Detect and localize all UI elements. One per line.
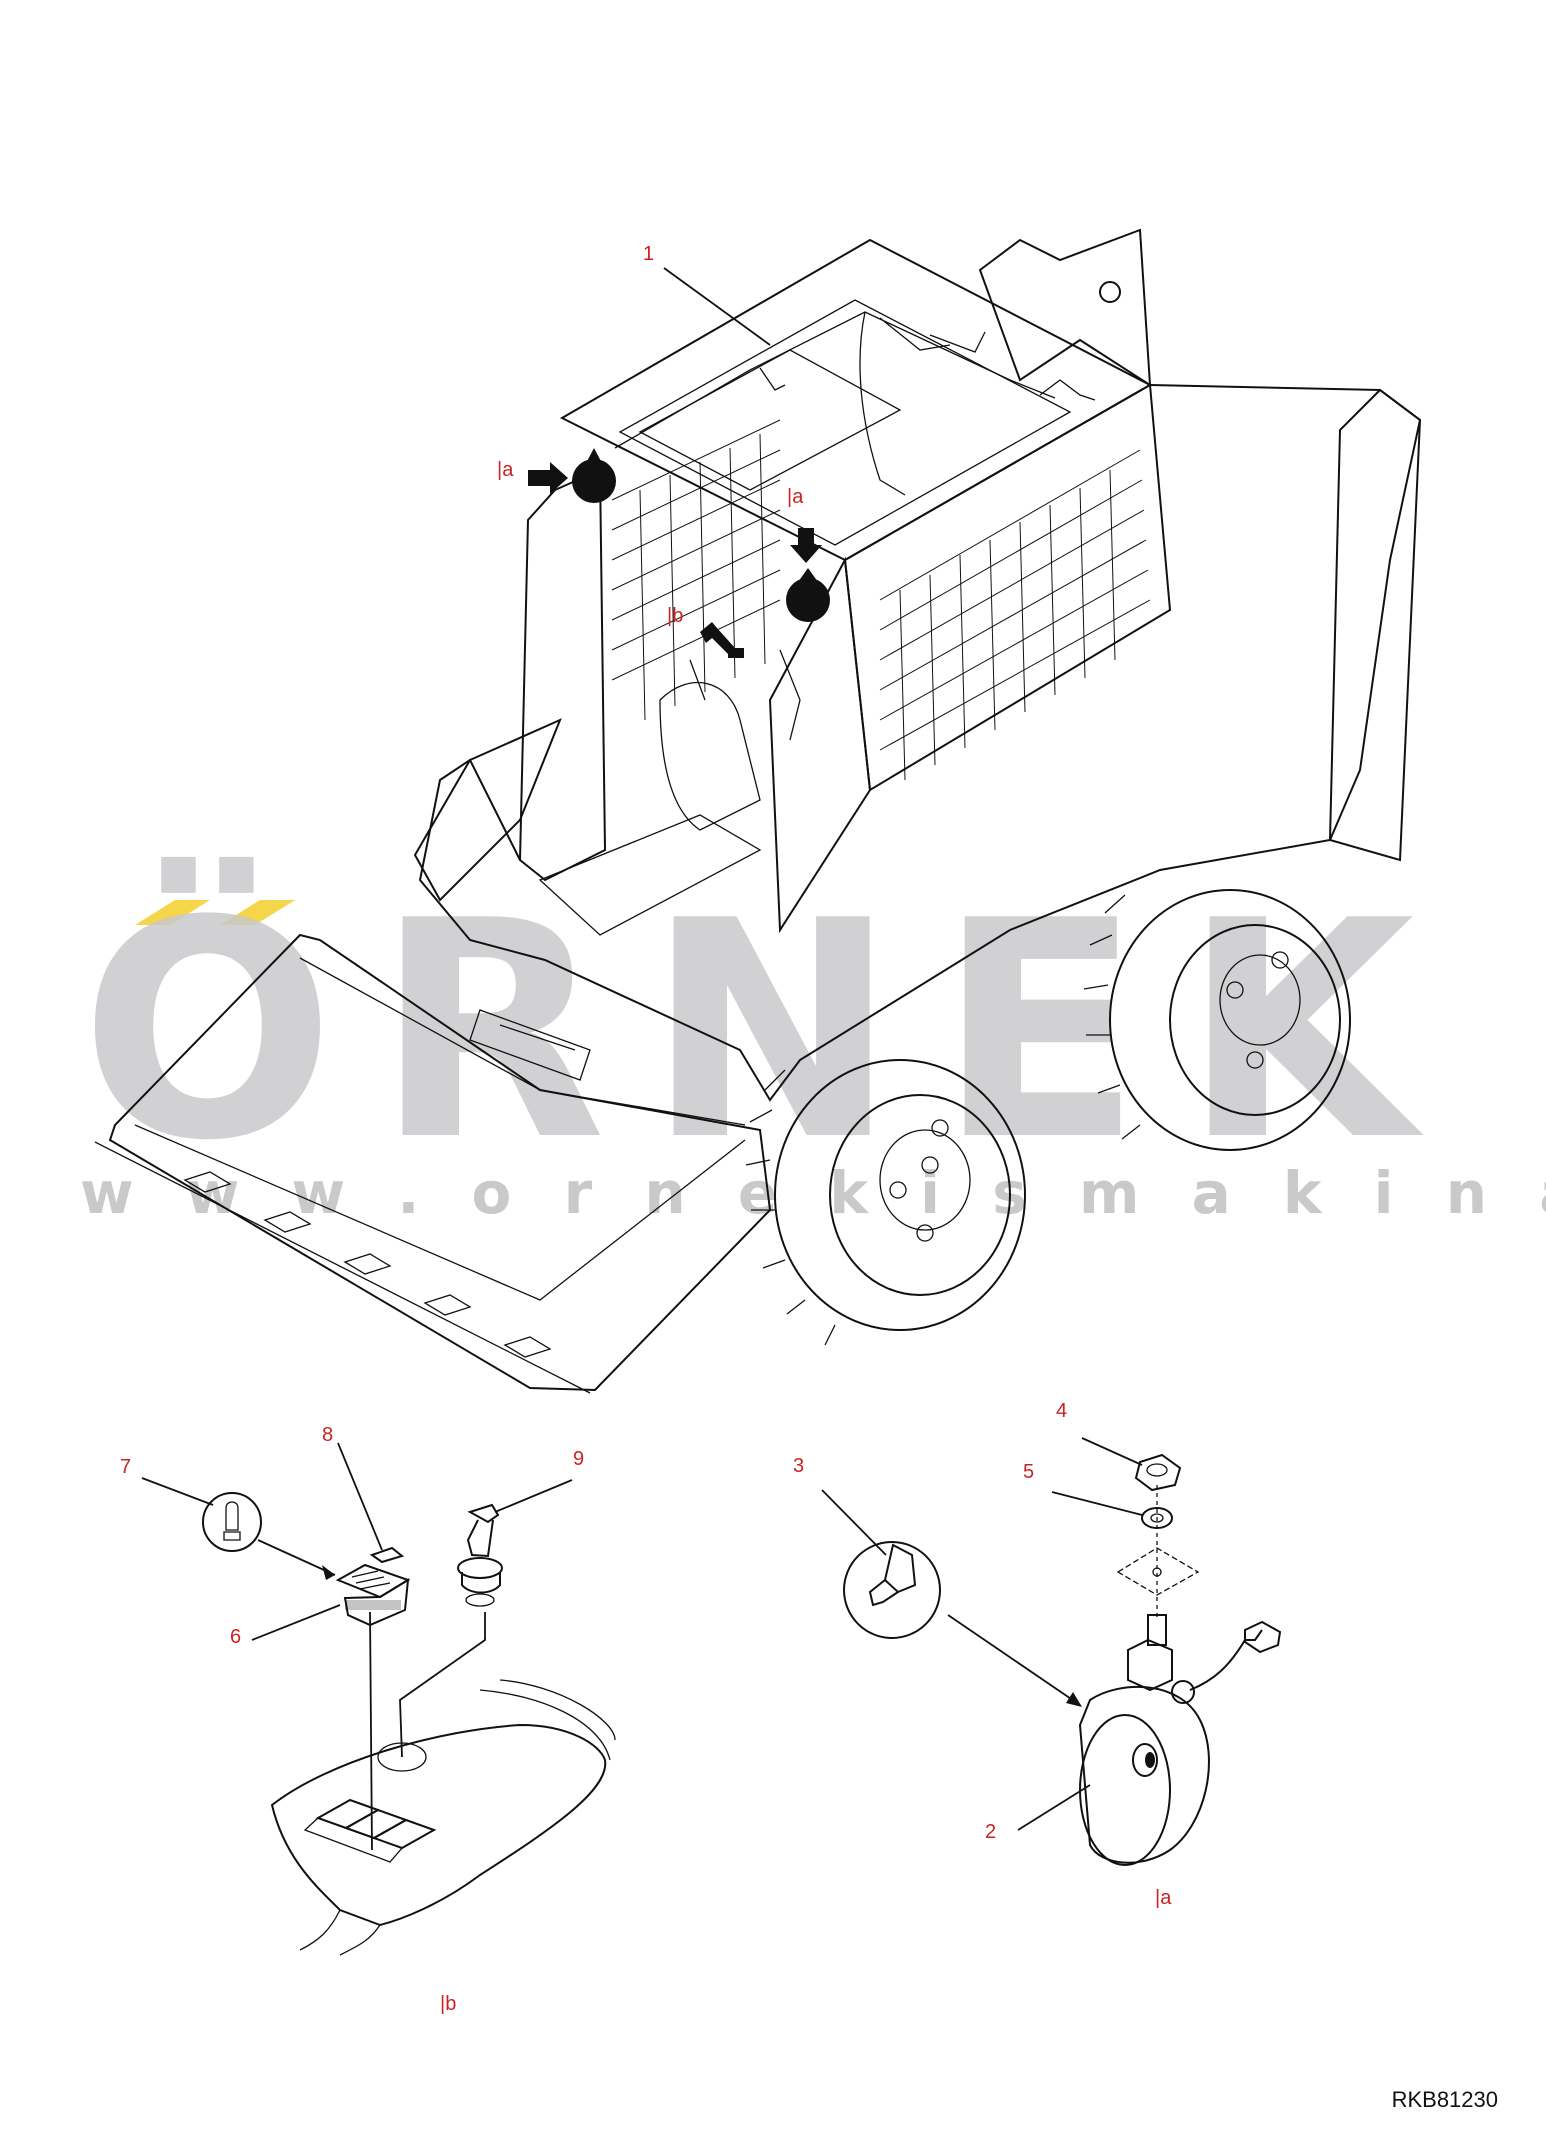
switch-panel-mark: [728, 648, 744, 658]
rocker-switch: [335, 1563, 411, 1627]
cab-left-post: [518, 468, 607, 882]
leader-4: [1081, 1437, 1143, 1466]
roof-hatch: [618, 299, 1072, 546]
panel-cover-legs: [299, 1909, 381, 1956]
machine-body: [418, 384, 1422, 1102]
arrow-right-light: [790, 528, 822, 563]
lamp-bulb-detail-circle: [843, 1541, 941, 1639]
lift-arm-right: [978, 228, 1152, 387]
bucket-cutting-edge: [94, 1141, 591, 1394]
bucket-inner: [134, 957, 746, 1301]
wheel-rear: [1083, 889, 1351, 1151]
skid-steer-loader: [94, 228, 1422, 1394]
lamp-bulb-icon: [868, 1543, 917, 1607]
watermark: ÖRNEK w w w . o r n e k i s m a k i n a …: [80, 854, 1546, 1227]
switch-lens: [369, 1546, 405, 1564]
lift-arm-left: [413, 718, 562, 902]
callout-3: 3: [793, 1455, 804, 1477]
leader-rocker-to-panel: [369, 1611, 373, 1851]
leader-bulb-to-switch: [257, 1539, 336, 1576]
bucket-back-plate: [469, 1009, 591, 1081]
callout-1: 1: [643, 243, 654, 265]
leader-3: [821, 1489, 887, 1556]
drawing-code: RKB81230: [1391, 2087, 1498, 2112]
callout-4: 4: [1056, 1400, 1067, 1422]
callout-8: 8: [322, 1424, 333, 1446]
panel-cover-edge: [479, 1679, 616, 1761]
leader-9: [494, 1479, 573, 1513]
leader-5: [1051, 1491, 1143, 1516]
detail-ref-b-panel: |b: [440, 1993, 456, 2015]
leader-2: [1017, 1784, 1091, 1831]
callout-9: 9: [573, 1448, 584, 1470]
bucket: [108, 933, 772, 1392]
roof-wire-harness: [614, 311, 1096, 496]
mounting-plate: [1116, 1547, 1200, 1596]
arm-pivot-pin: [1099, 281, 1121, 303]
detail-a-work-lamp: 4 5 3 2 |a: [793, 1400, 1282, 1909]
leader-bulb-to-lamp: [947, 1614, 1081, 1706]
cab-side-mesh: [879, 449, 1151, 781]
leader-toggle-to-panel: [399, 1612, 486, 1758]
watermark-accent-right: [220, 900, 295, 925]
toggle-switch: [457, 1503, 503, 1607]
bulb-detail-circle: [202, 1492, 262, 1552]
nut-hole: [1146, 1463, 1168, 1477]
leader-6: [251, 1604, 341, 1641]
callout-6: 6: [230, 1626, 241, 1648]
work-light-right: [786, 568, 830, 622]
rear-tower: [1328, 388, 1422, 862]
watermark-url: w w w . o r n e k i s m a k i n a l a r …: [80, 1159, 1546, 1227]
arrow-switch-panel: [700, 622, 735, 654]
detail-ref-a-lamp: |a: [1155, 1887, 1172, 1909]
callout-7: 7: [120, 1456, 131, 1478]
watermark-accent-left: [135, 900, 210, 925]
cab-front-right-post: [768, 556, 872, 934]
washer-hole: [1150, 1513, 1164, 1523]
callout-5: 5: [1023, 1461, 1034, 1483]
watermark-word: ÖRNEK: [80, 854, 1455, 1206]
callout-2: 2: [985, 1821, 996, 1843]
wheel-front: [745, 1059, 1026, 1346]
switch-cutouts: [303, 1798, 437, 1863]
cab-front-mesh: [611, 419, 781, 721]
seat: [659, 681, 761, 831]
panel-cover: [270, 1723, 607, 1927]
leader-1: [663, 267, 771, 346]
lamp-nut: [1134, 1453, 1182, 1492]
roof-window: [638, 349, 902, 491]
arrow-left-light: [528, 462, 568, 494]
leader-7: [141, 1477, 214, 1506]
detail-ref-b-cab: |b: [667, 605, 683, 627]
bucket-teeth: [183, 1171, 552, 1358]
arrowhead-bulb: [322, 1565, 335, 1580]
control-lever: [689, 649, 801, 741]
bulb-icon: [223, 1501, 241, 1541]
arrowhead-lamp: [1066, 1692, 1082, 1707]
detail-b-switch-panel: 7 8 9 6 |b: [120, 1424, 616, 2015]
work-lamp-body: [1078, 1614, 1282, 1866]
work-light-left: [572, 448, 616, 503]
detail-ref-a-left: |a: [497, 459, 514, 481]
leader-8: [337, 1442, 383, 1551]
floor: [538, 814, 762, 936]
detail-ref-a-right: |a: [787, 486, 804, 508]
